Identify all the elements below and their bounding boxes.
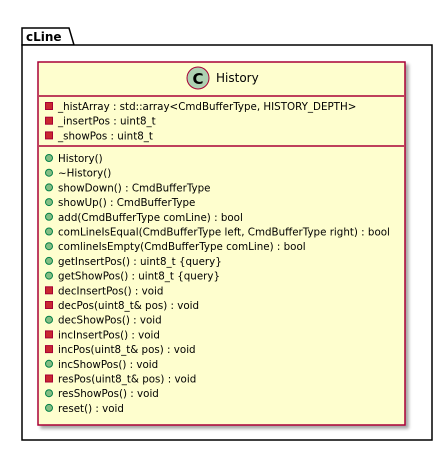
class-stereotype-letter: C [192, 70, 203, 88]
method-text: add(CmdBufferType comLine) : bool [58, 212, 243, 224]
method-text: getShowPos() : uint8_t {query} [58, 271, 220, 283]
private-visibility-icon [45, 286, 53, 295]
method-decpos: decPos(uint8_t& pos) : void [45, 300, 199, 312]
method-respos: resPos(uint8_t& pos) : void [45, 374, 196, 386]
public-visibility-icon [45, 168, 53, 177]
method-resshowpos: resShowPos() : void [45, 388, 159, 400]
public-visibility-icon [45, 154, 53, 162]
public-visibility-icon [45, 183, 53, 192]
public-visibility-icon [45, 271, 53, 280]
method-getinsertpos: getInsertPos() : uint8_t {query} [45, 256, 222, 268]
public-visibility-icon [45, 315, 53, 324]
method-text: incInsertPos() : void [58, 329, 160, 341]
method-text: decPos(uint8_t& pos) : void [58, 300, 199, 312]
method-getshowpos: getShowPos() : uint8_t {query} [45, 271, 220, 283]
package-name: cLine [26, 30, 62, 44]
private-visibility-icon [45, 102, 53, 110]
method-text: incPos(uint8_t& pos) : void [58, 344, 196, 356]
method-decinsertpos: decInsertPos() : void [45, 285, 163, 297]
public-visibility-icon [45, 198, 53, 207]
method-decshowpos: decShowPos() : void [45, 315, 162, 327]
method-text: reset() : void [58, 403, 124, 415]
field-text: _showPos : uint8_t [57, 130, 153, 142]
public-visibility-icon [45, 256, 53, 265]
method-comlineisequal: comLineIsEqual(CmdBufferType left, CmdBu… [45, 227, 390, 239]
method-showup: showUp() : CmdBufferType [45, 197, 195, 209]
public-visibility-icon [45, 403, 53, 412]
method-add: add(CmdBufferType comLine) : bool [45, 212, 243, 224]
field-text: _insertPos : uint8_t [57, 116, 156, 128]
class-history[interactable]: C History _histArray : std::array<CmdBuf… [37, 61, 406, 426]
method-incshowpos: incShowPos() : void [45, 359, 158, 371]
field-text: _histArray : std::array<CmdBufferType, H… [57, 101, 356, 113]
method-text: decInsertPos() : void [58, 285, 163, 297]
method-text: showUp() : CmdBufferType [58, 197, 195, 209]
method-text: decShowPos() : void [58, 315, 162, 327]
class-name: History [216, 71, 259, 85]
method-text: getInsertPos() : uint8_t {query} [58, 256, 222, 268]
method-text: comlineIsEmpty(CmdBufferType comLine) : … [58, 241, 306, 253]
public-visibility-icon [45, 359, 53, 368]
public-visibility-icon [45, 389, 53, 398]
method-text: History() [58, 153, 103, 165]
method-text: resShowPos() : void [58, 388, 159, 400]
method-comlineisempty: comlineIsEmpty(CmdBufferType comLine) : … [45, 241, 306, 253]
method-incinsertpos: incInsertPos() : void [45, 329, 160, 341]
private-visibility-icon [45, 116, 53, 125]
method-text: comLineIsEqual(CmdBufferType left, CmdBu… [58, 227, 390, 239]
method-history: ~History() [45, 168, 111, 180]
method-text: resPos(uint8_t& pos) : void [58, 374, 196, 386]
field-histarray: _histArray : std::array<CmdBufferType, H… [45, 101, 356, 113]
private-visibility-icon [45, 330, 53, 339]
method-reset: reset() : void [45, 403, 124, 415]
field-insertpos: _insertPos : uint8_t [45, 116, 156, 128]
method-incpos: incPos(uint8_t& pos) : void [45, 344, 196, 356]
public-visibility-icon [45, 212, 53, 221]
private-visibility-icon [45, 131, 53, 140]
private-visibility-icon [45, 374, 53, 383]
methods-compartment: History() ~History() showDown() : CmdBuffe… [45, 153, 390, 415]
method-text: showDown() : CmdBufferType [58, 182, 211, 194]
public-visibility-icon [45, 242, 53, 251]
method-text: ~History() [58, 168, 111, 180]
private-visibility-icon [45, 301, 53, 309]
method-text: incShowPos() : void [58, 359, 158, 371]
method-history: History() [45, 153, 103, 165]
method-showdown: showDown() : CmdBufferType [45, 182, 211, 194]
public-visibility-icon [45, 227, 53, 236]
class-stereotype-icon [186, 66, 210, 90]
private-visibility-icon [45, 345, 53, 354]
field-showpos: _showPos : uint8_t [45, 130, 153, 142]
fields-compartment: _histArray : std::array<CmdBufferType, H… [45, 101, 356, 142]
class-box[interactable] [37, 61, 406, 426]
